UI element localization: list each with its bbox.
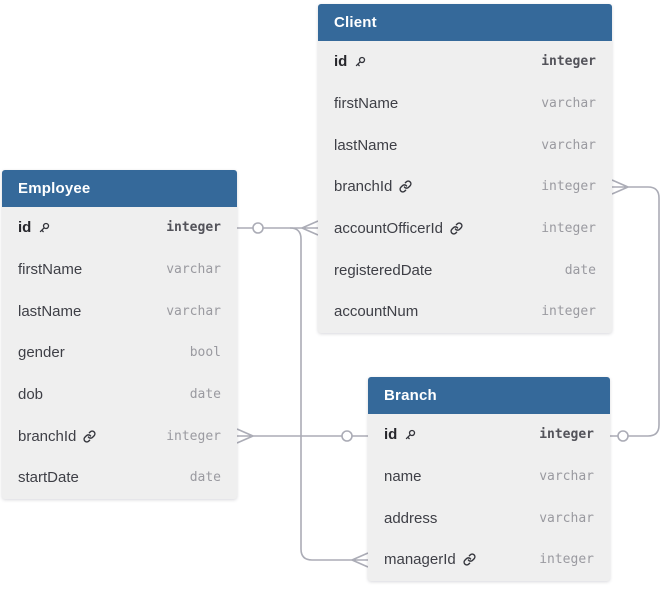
key-icon: [40, 223, 50, 233]
field-row-id[interactable]: id integer: [2, 207, 237, 249]
field-type: varchar: [539, 510, 594, 526]
field-name: lastName: [334, 136, 398, 154]
field-type: date: [189, 387, 221, 403]
link-icon: [399, 180, 412, 193]
field-name: dob: [18, 386, 44, 404]
field-type: date: [564, 262, 596, 278]
field-type: varchar: [539, 469, 594, 485]
relation-employee-id--client-accountofficerid[interactable]: [237, 220, 319, 236]
relation-line[interactable]: [289, 227, 352, 561]
field-row-dob[interactable]: dob date: [2, 374, 237, 416]
field-name: firstName: [18, 261, 83, 279]
field-type: integer: [541, 304, 596, 320]
field-row-id[interactable]: id integer: [318, 41, 612, 83]
field-row-address[interactable]: address varchar: [368, 497, 610, 539]
field-row-startdate[interactable]: startDate date: [2, 457, 237, 499]
relation-employee-id--branch-managerid[interactable]: [289, 227, 369, 568]
field-name: firstName: [334, 95, 399, 113]
field-type: bool: [189, 345, 221, 361]
field-type: varchar: [166, 262, 221, 278]
table-client-title-bar[interactable]: Client: [318, 4, 612, 41]
table-employee-fields: id integer firstName varchar lastName varcha…: [2, 207, 237, 499]
field-name: registeredDate: [334, 261, 433, 279]
field-row-registereddate[interactable]: registeredDate date: [318, 249, 612, 291]
field-type: integer: [166, 428, 221, 444]
field-row-firstname[interactable]: firstName varchar: [2, 249, 237, 291]
table-title: Employee: [18, 180, 91, 197]
field-name: id: [18, 219, 51, 236]
relation-line[interactable]: [610, 186, 660, 437]
field-name: id: [334, 53, 367, 70]
field-type: integer: [539, 427, 594, 443]
crow-foot-many-marker: [351, 552, 369, 568]
link-icon: [463, 553, 476, 566]
field-type: integer: [541, 221, 596, 237]
table-branch-fields: id integer name varchar address varchar manag…: [368, 414, 610, 581]
field-name: accountOfficerId: [334, 220, 463, 237]
field-row-branchid[interactable]: branchId integer: [2, 415, 237, 457]
field-type: varchar: [541, 137, 596, 153]
key-icon: [356, 57, 366, 67]
field-name: lastName: [18, 302, 82, 320]
field-row-managerid[interactable]: managerId integer: [368, 539, 610, 581]
relation-client-branchid--branch-id[interactable]: [610, 179, 660, 442]
field-type: integer: [539, 552, 594, 568]
table-client-fields: id integer firstName varchar lastName varcha…: [318, 41, 612, 333]
field-type: integer: [166, 220, 221, 236]
field-row-lastname[interactable]: lastName varchar: [318, 124, 612, 166]
field-name: gender: [18, 344, 65, 362]
field-row-firstname[interactable]: firstName varchar: [318, 83, 612, 125]
crow-foot-many-marker: [611, 179, 629, 195]
table-title: Client: [334, 14, 377, 31]
table-employee-title-bar[interactable]: Employee: [2, 170, 237, 207]
field-type: varchar: [541, 96, 596, 112]
field-name: name: [384, 468, 422, 486]
field-type: date: [189, 470, 221, 486]
key-icon: [406, 430, 416, 440]
field-name: address: [384, 509, 438, 527]
field-name: accountNum: [334, 303, 419, 321]
field-name: id: [384, 426, 417, 443]
table-title: Branch: [384, 387, 437, 404]
field-row-name[interactable]: name varchar: [368, 456, 610, 498]
field-name: managerId: [384, 551, 476, 568]
cardinality-one-marker: [252, 222, 264, 234]
crow-foot-many-marker: [301, 220, 319, 236]
field-type: varchar: [166, 303, 221, 319]
field-type: integer: [541, 54, 596, 70]
link-icon: [83, 430, 96, 443]
relation-employee-branchid--branch-id[interactable]: [236, 428, 368, 444]
table-branch-title-bar[interactable]: Branch: [368, 377, 610, 414]
field-name: branchId: [334, 178, 412, 195]
cardinality-one-marker: [341, 430, 353, 442]
field-row-branchid[interactable]: branchId integer: [318, 166, 612, 208]
crow-foot-many-marker: [236, 428, 254, 444]
field-row-accountofficerid[interactable]: accountOfficerId integer: [318, 208, 612, 250]
field-row-id[interactable]: id integer: [368, 414, 610, 456]
table-branch[interactable]: Branch id integer name varchar address varch…: [368, 377, 610, 581]
field-row-gender[interactable]: gender bool: [2, 332, 237, 374]
link-icon: [450, 222, 463, 235]
field-row-accountnum[interactable]: accountNum integer: [318, 291, 612, 333]
cardinality-one-marker: [617, 430, 629, 442]
field-row-lastname[interactable]: lastName varchar: [2, 290, 237, 332]
field-type: integer: [541, 179, 596, 195]
field-name: startDate: [18, 469, 79, 487]
field-name: branchId: [18, 428, 96, 445]
